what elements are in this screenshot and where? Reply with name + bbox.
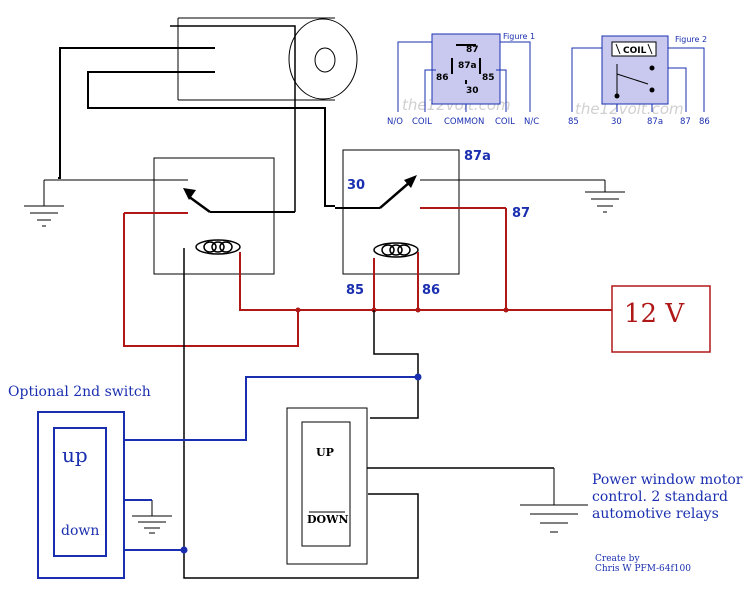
figure-1-pin-87: 87 <box>466 45 479 55</box>
optional-switch-title: Optional 2nd switch <box>8 384 151 400</box>
relay-2-terminal-85: 85 <box>346 283 364 298</box>
optional-switch-down-label: down <box>61 523 99 539</box>
window-motor <box>177 17 358 101</box>
ground-symbol-right-top <box>585 180 625 213</box>
figure-1-pin-30: 30 <box>466 86 479 96</box>
power-source-label: 12 V <box>624 299 685 329</box>
ground-symbol-right-bottom <box>520 468 588 533</box>
description-line-1: Power window motor <box>592 472 743 488</box>
control-wiring <box>170 25 554 579</box>
figure-2-label-87a: 87a <box>647 117 663 127</box>
main-switch-up-label: UP <box>316 446 334 459</box>
description-text: Power window motor control. 2 standard a… <box>592 472 743 522</box>
relay-2-terminal-87a: 87a <box>464 149 491 164</box>
figure-2-title: Figure 2 <box>675 35 707 44</box>
optional-switch-up-label: up <box>62 443 88 467</box>
ground-symbol-optional-switch <box>132 500 172 534</box>
figure-1-relay-pinout: the12volt.com Figure 1 87 87a 86 85 30 N… <box>387 32 539 127</box>
figure-2-relay-schematic: the12volt.com Figure 2 COIL 85 30 87a 87… <box>568 35 710 127</box>
figure-2-coil-label: COIL <box>623 46 647 56</box>
power-junctions <box>295 307 509 313</box>
figure-1-label-nc: N/C <box>524 117 539 127</box>
credit-line-1: Create by <box>595 554 640 564</box>
figure-1-pin-86: 86 <box>436 73 449 83</box>
figure-2-label-30: 30 <box>611 117 622 127</box>
figure-2-label-85: 85 <box>568 117 579 127</box>
description-line-2: control. 2 standard <box>592 489 728 505</box>
figure-1-label-coil-left: COIL <box>412 117 432 127</box>
relay-1 <box>60 157 295 275</box>
relay-2: 87a 30 87 85 86 <box>335 149 605 298</box>
relay-2-terminal-87: 87 <box>512 206 530 221</box>
figure-1-title: Figure 1 <box>503 32 535 41</box>
figure-1-label-no: N/O <box>387 117 403 127</box>
main-switch-down-label: DOWN <box>307 513 349 526</box>
control-junctions <box>180 373 422 554</box>
main-up-down-switch: UP DOWN <box>286 407 368 565</box>
optional-second-switch: Optional 2nd switch up down <box>8 384 151 579</box>
figure-1-label-common: COMMON <box>444 117 484 127</box>
relay-2-terminal-86: 86 <box>422 283 440 298</box>
motor-wires <box>58 47 335 207</box>
figure-2-label-87: 87 <box>680 117 691 127</box>
relay-2-terminal-30: 30 <box>347 178 365 193</box>
description-line-3: automotive relays <box>592 506 719 522</box>
figure-1-pin-87a: 87a <box>458 61 477 71</box>
credit-text: Create by Chris W PFM-64f100 <box>595 554 691 574</box>
optional-switch-wiring <box>124 376 418 551</box>
figure-2-label-86: 86 <box>699 117 710 127</box>
credit-line-2: Chris W PFM-64f100 <box>595 564 691 574</box>
ground-symbol-left <box>24 179 64 227</box>
figure-1-label-coil-right: COIL <box>495 117 515 127</box>
power-wiring-12v <box>123 208 612 347</box>
figure-1-pin-85: 85 <box>482 73 495 83</box>
power-source-12v: 12 V <box>611 285 711 353</box>
